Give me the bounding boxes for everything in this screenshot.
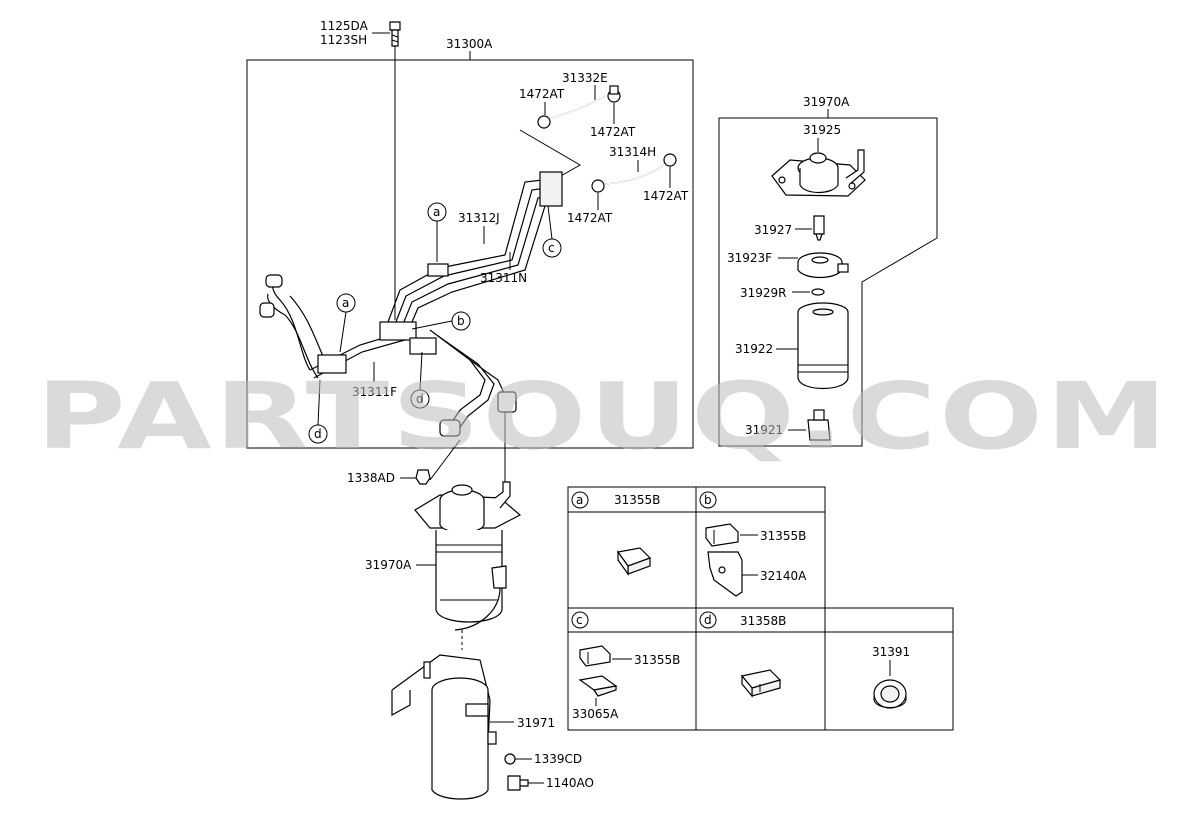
svg-text:c: c	[576, 613, 583, 627]
bolt-1140ao-icon	[507, 775, 529, 791]
clamp-1472at-icon	[591, 153, 677, 193]
fuel-tube-bundle	[259, 171, 563, 437]
legend-cell-b: b 31355B 32140A	[699, 491, 807, 597]
clip-33065a-icon	[578, 675, 618, 697]
legend-a-part: 31355B	[614, 493, 660, 507]
callout-b: b	[411, 311, 471, 331]
watermark: PARTSOUQ.COM	[36, 363, 1170, 470]
holder-31355b-icon	[705, 523, 739, 547]
label-31971: 31971	[517, 716, 555, 730]
label-1123sh: 1123SH	[320, 33, 367, 47]
label-1472at-a: 1472AT	[519, 87, 565, 101]
legend-c-part2: 33065A	[572, 707, 619, 721]
label-1125da: 1125DA	[320, 19, 369, 33]
legend-cell-a: a 31355B	[571, 491, 660, 576]
legend-e-part: 31391	[872, 645, 910, 659]
svg-text:b: b	[457, 314, 465, 328]
label-31970a-low: 31970A	[365, 558, 412, 572]
bolt-1125da-icon	[389, 21, 401, 47]
bracket-32140a-icon	[707, 551, 743, 597]
sensor-31921-icon	[807, 409, 831, 441]
filter-cartridge-31922-icon	[797, 302, 849, 389]
svg-text:d: d	[704, 613, 712, 627]
label-1472at-b: 1472AT	[590, 125, 636, 139]
label-31927: 31927	[754, 223, 792, 237]
svg-text:c: c	[548, 241, 555, 255]
holder-31358b-icon	[740, 669, 782, 698]
label-31311n: 31311N	[480, 271, 527, 285]
label-1472at-d: 1472AT	[643, 189, 689, 203]
label-31923f: 31923F	[727, 251, 772, 265]
label-31922: 31922	[735, 342, 773, 356]
filter-kit-box	[718, 117, 938, 447]
grommet-31391-icon	[873, 679, 907, 709]
label-1338ad: 1338AD	[347, 471, 395, 485]
legend-b-part2: 32140A	[760, 569, 807, 583]
label-31312j: 31312J	[458, 211, 500, 225]
nut-1339cd-icon	[504, 753, 516, 765]
legend-c-part1: 31355B	[634, 653, 680, 667]
svg-text:d: d	[416, 392, 424, 406]
label-31929r: 31929R	[740, 286, 787, 300]
fuel-filter-assy-31970a-icon	[414, 481, 522, 631]
sensor-31927-icon	[813, 215, 825, 241]
label-31921: 31921	[745, 423, 783, 437]
label-1339cd: 1339CD	[534, 752, 582, 766]
svg-text:b: b	[704, 493, 712, 507]
legend-cell-c: c 31355B 33065A	[571, 611, 680, 721]
filter-head-31925-icon	[771, 149, 866, 197]
o-ring-31929r-icon	[811, 288, 825, 296]
seal-31923f-icon	[797, 252, 849, 279]
callout-a-upper: a	[427, 202, 447, 262]
legend-cell-e: 31391	[872, 645, 910, 709]
bracket-31971-icon	[391, 654, 497, 800]
callout-a-lower: a	[336, 293, 356, 353]
callout-d-right: d	[410, 351, 430, 409]
legend-d-part: 31358B	[740, 614, 786, 628]
callout-d-left: d	[308, 379, 328, 444]
legend-cell-d: d 31358B	[699, 611, 786, 698]
holder-31355b-icon	[579, 645, 611, 667]
label-31314h: 31314H	[609, 145, 656, 159]
label-31925: 31925	[803, 123, 841, 137]
holder-31355b-icon	[616, 547, 652, 576]
label-1140ao: 1140AO	[546, 776, 594, 790]
svg-text:d: d	[314, 427, 322, 441]
label-31300a: 31300A	[446, 37, 493, 51]
label-31970a-top: 31970A	[803, 95, 850, 109]
svg-text:a: a	[342, 296, 349, 310]
svg-text:a: a	[576, 493, 583, 507]
callout-c: c	[542, 205, 562, 258]
legend-table	[567, 486, 954, 731]
label-31332e: 31332E	[562, 71, 608, 85]
label-1472at-c: 1472AT	[567, 211, 613, 225]
legend-b-part1: 31355B	[760, 529, 806, 543]
label-31311f: 31311F	[352, 385, 397, 399]
clamp-1472at-icon	[537, 85, 621, 129]
svg-text:a: a	[433, 205, 440, 219]
nut-1338ad-icon	[415, 469, 431, 485]
